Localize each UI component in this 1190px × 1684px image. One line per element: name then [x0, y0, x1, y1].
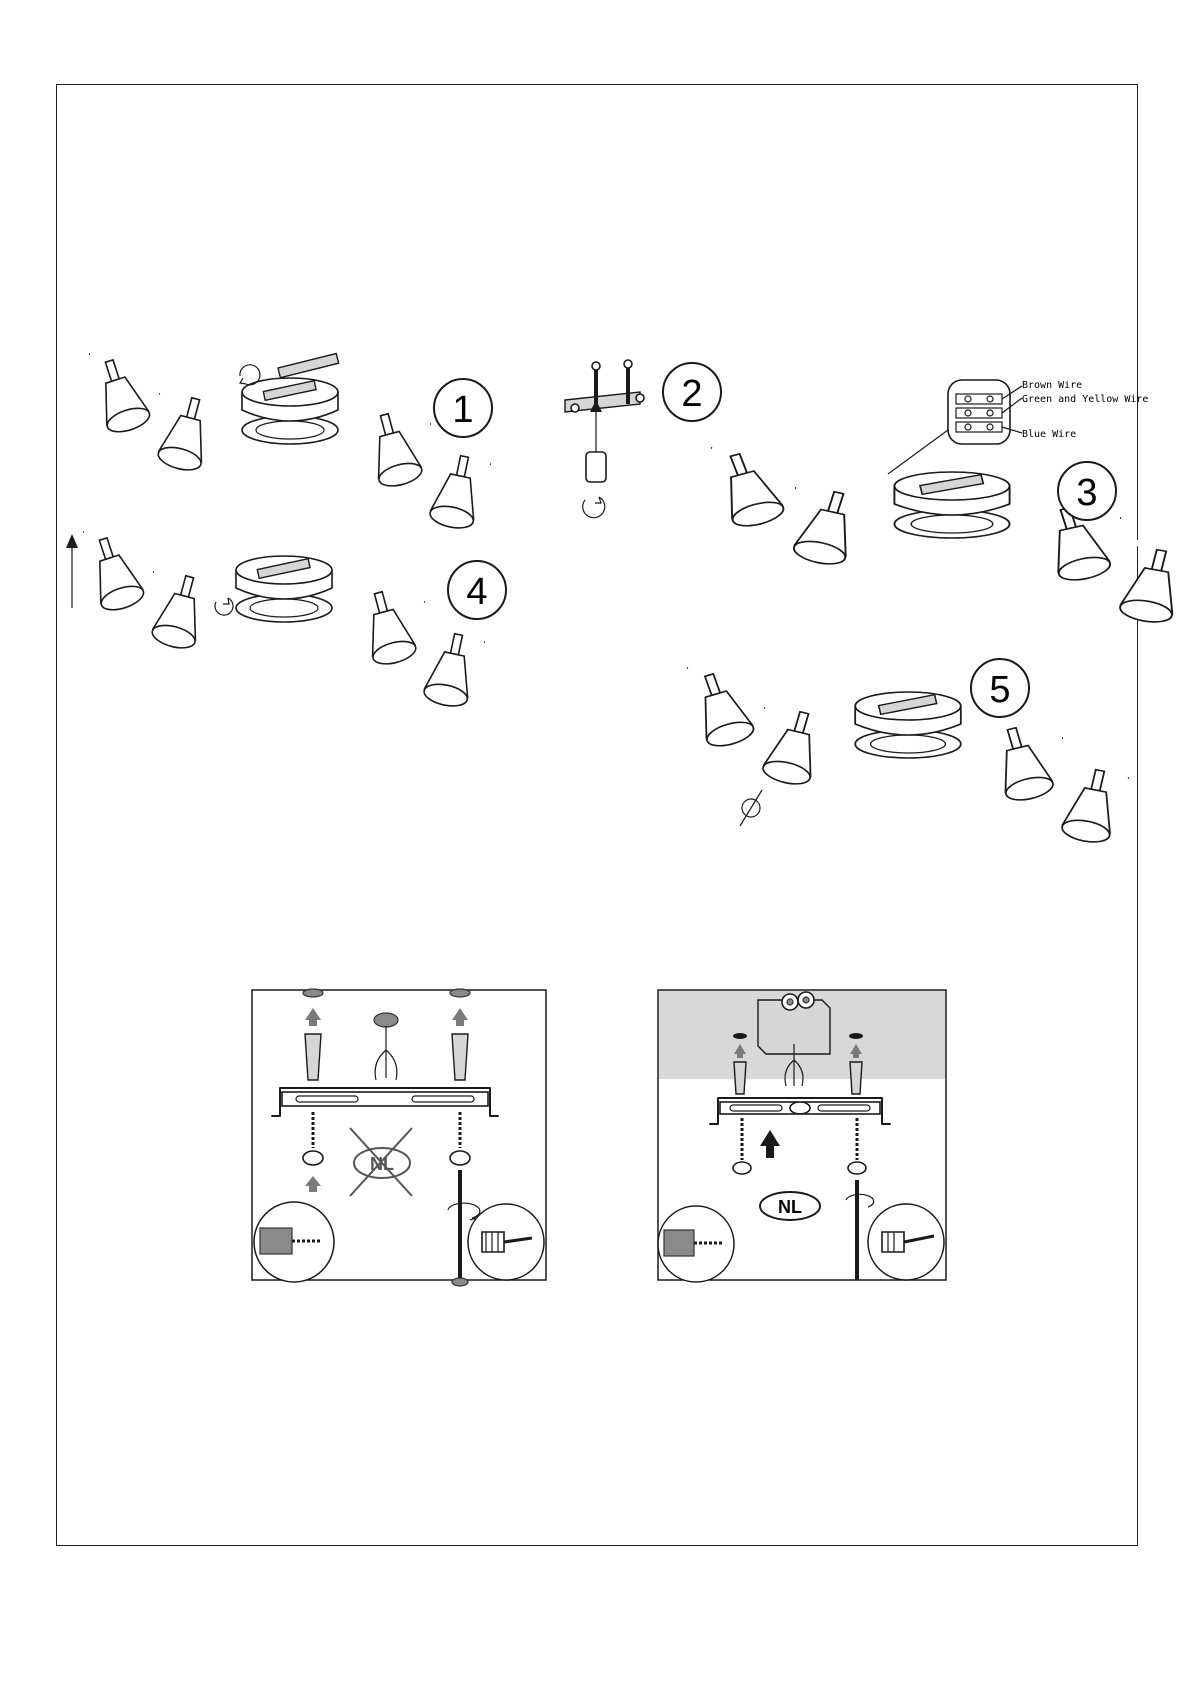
screw-icon	[733, 1162, 751, 1174]
wall-plug-icon	[305, 1034, 321, 1080]
screw-icon	[848, 1162, 866, 1174]
up-arrow-icon	[66, 534, 78, 548]
step-4-badge: 4	[448, 561, 506, 619]
screw-icon	[450, 1151, 470, 1165]
brown-wire-label: Brown Wire	[1022, 380, 1082, 391]
wall-plug-icon	[734, 1062, 746, 1094]
step-3-number: 3	[1076, 472, 1097, 514]
blue-wire-label: Blue Wire	[1022, 429, 1076, 440]
step-5-number: 5	[989, 669, 1010, 711]
wall-plug-icon	[850, 1062, 862, 1094]
mounting-panel-right: NL	[658, 990, 946, 1282]
step-3-badge: 3	[1058, 462, 1116, 520]
nl-badge-right-text: NL	[778, 1197, 802, 1217]
step-2-illustration	[565, 360, 644, 518]
step-2-badge: 2	[663, 363, 721, 421]
step-1-badge: 1	[434, 379, 492, 437]
step-5-illustration	[686, 668, 1128, 845]
step-4-number: 4	[466, 571, 487, 613]
step-1-number: 1	[452, 389, 473, 431]
mounting-panel-left: NL	[252, 989, 546, 1286]
screw-icon	[303, 1151, 323, 1165]
wall-plug-icon	[452, 1034, 468, 1080]
step-4-illustration	[66, 532, 484, 709]
green-yellow-wire-label: Green and Yellow Wire	[1022, 394, 1148, 405]
step-2-number: 2	[681, 373, 702, 415]
step-5-badge: 5	[971, 659, 1029, 717]
terminal-block-callout	[948, 380, 1010, 444]
step-3-illustration: Brown Wire Green and Yellow Wire Blue Wi…	[710, 380, 1190, 625]
step-1-illustration	[88, 353, 490, 531]
